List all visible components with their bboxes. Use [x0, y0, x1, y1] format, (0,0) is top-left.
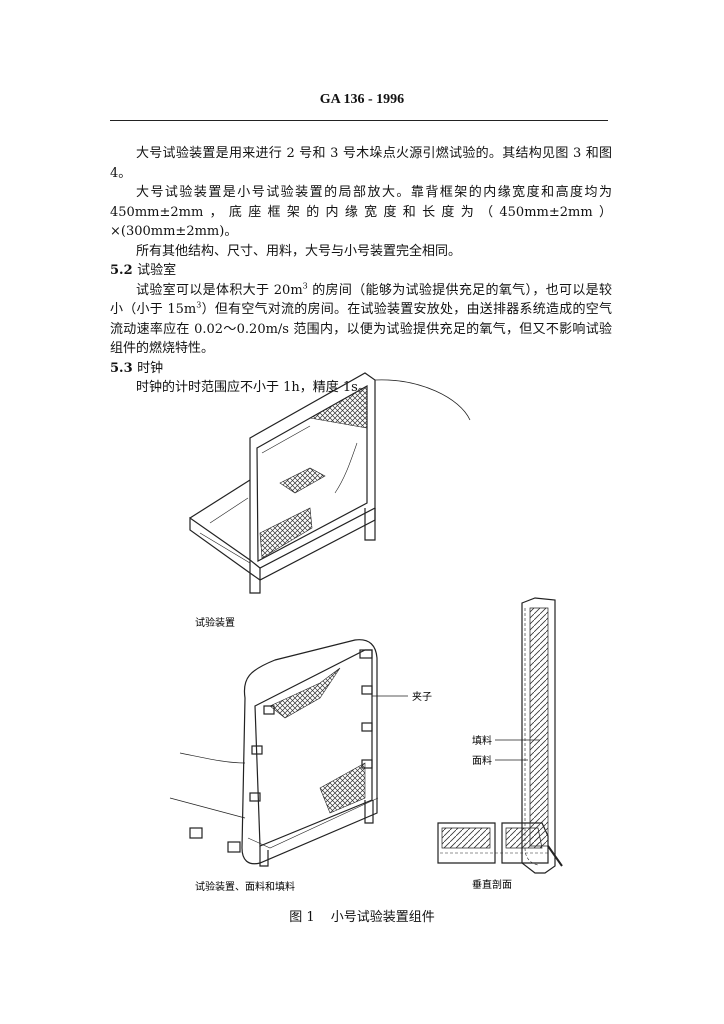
paragraph-clock: 时钟的计时范围应不小于 1h，精度 1s。 [136, 380, 371, 395]
apparatus-illustration [189, 372, 471, 594]
section-title: 试验室 [137, 263, 177, 278]
section-heading-5-3: 5.3 时钟 [110, 359, 612, 379]
label-vertical-section: 垂直剖面 [472, 878, 512, 891]
paragraph-2: 大号试验装置是小号试验装置的局部放大。靠背框架的内缘宽度和高度均为 450mm±… [110, 185, 612, 239]
label-assembly: 试验装置、面料和填料 [195, 880, 295, 893]
label-filling: 填料 [472, 734, 492, 747]
text-run: ）但有空气对流的房间。在试验装置安放处，由送排器系统造成的空气流动速率应在 0.… [110, 302, 612, 356]
figure-caption: 图 1 小号试验装置组件 [0, 906, 724, 925]
figure-1-drawing: 试验装置 夹子 试验装置、面料和填料 [169, 372, 563, 893]
section-heading-5-2: 5.2 试验室 [110, 261, 612, 281]
figure-title: 小号试验装置组件 [330, 910, 435, 925]
paragraph-1: 大号试验装置是用来进行 2 号和 3 号木垛点火源引燃试验的。其结构见图 3 和… [110, 146, 612, 181]
section-number: 5.2 [110, 263, 133, 278]
body-text: 大号试验装置是用来进行 2 号和 3 号木垛点火源引燃试验的。其结构见图 3 和… [110, 144, 612, 398]
label-clip: 夹子 [412, 690, 432, 703]
figure-number: 图 1 [289, 910, 315, 925]
assembly-illustration [169, 639, 408, 867]
paragraph-3: 所有其他结构、尺寸、用料，大号与小号装置完全相同。 [136, 243, 462, 259]
section-title: 时钟 [137, 360, 164, 376]
label-cover: 面料 [472, 754, 492, 767]
superscript: 3 [302, 281, 308, 291]
text-run: 的房间（能够为试验提供充足的氧气），也可以是较小（小于 15m [110, 282, 612, 318]
superscript: 3 [196, 300, 202, 310]
section-number: 5.3 [110, 360, 133, 376]
text-run: 试验室可以是体积大于 20m [136, 282, 303, 298]
standard-number: GA 136 - 1996 [319, 92, 405, 107]
vertical-section-illustration [437, 597, 563, 874]
label-apparatus: 试验装置 [195, 616, 235, 629]
paragraph-test-room: 试验室可以是体积大于 20m3 的房间（能够为试验提供充足的氧气），也可以是较小… [110, 281, 612, 359]
header-rule [110, 120, 608, 121]
